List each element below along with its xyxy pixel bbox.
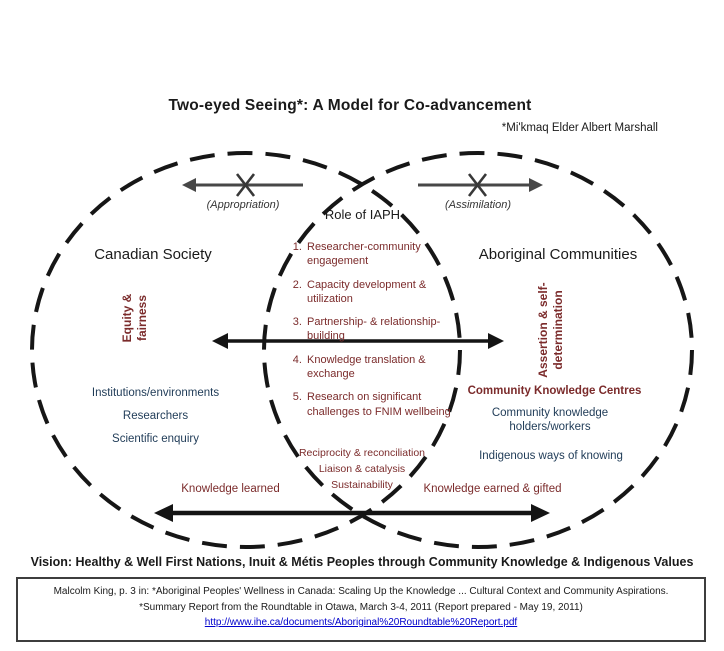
- right-circle-title: Aboriginal Communities: [478, 246, 638, 263]
- assimilation-blocked-arrow: [418, 173, 543, 197]
- left-item-scientific-enquiry: Scientific enquiry: [112, 433, 199, 445]
- equity-fairness-label: Equity & fairness: [120, 293, 149, 343]
- left-item-institutions: Institutions/environments: [91, 387, 220, 399]
- citation-line-1: Malcolm King, p. 3 in: *Aboriginal Peopl…: [53, 586, 669, 597]
- right-item-indigenous-ways: Indigenous ways of knowing: [479, 450, 623, 462]
- exchange-double-arrow: [212, 333, 504, 349]
- principle-line: Sustainability: [331, 478, 393, 491]
- list-item: Research on significant challenges to FN…: [305, 390, 461, 419]
- left-circle-outline: [30, 151, 462, 549]
- list-item: Partnership- & relationship-building: [305, 315, 461, 344]
- assimilation-label: (Assimilation): [444, 199, 511, 211]
- knowledge-double-arrow: [154, 504, 550, 522]
- citation-box: Malcolm King, p. 3 in: *Aboriginal Peopl…: [16, 577, 706, 642]
- arrow-left-head-icon: [212, 333, 228, 349]
- iaph-role-list: Researcher-community engagement Capacity…: [288, 240, 461, 428]
- principle-line: Reciprocity & reconciliation: [298, 447, 426, 459]
- center-title: Role of IAPH: [324, 207, 401, 222]
- citation-line-2: *Summary Report from the Roundtable in O…: [139, 601, 583, 613]
- vision-statement: Vision: Healthy & Well First Nations, In…: [30, 555, 694, 569]
- blocked-x-icon: [467, 173, 488, 197]
- center-principles: Reciprocity & reconciliation Liaison & c…: [286, 446, 438, 493]
- left-circle-title: Canadian Society: [94, 246, 212, 263]
- appropriation-label: (Appropriation): [206, 199, 280, 211]
- list-item: Researcher-community engagement: [305, 240, 461, 269]
- knowledge-earned-label: Knowledge earned & gifted: [423, 483, 562, 495]
- attribution: *Mi'kmaq Elder Albert Marshall: [501, 122, 658, 134]
- arrow-right-head-icon: [488, 333, 504, 349]
- left-item-researchers: Researchers: [122, 410, 189, 422]
- right-circle-outline: [262, 151, 694, 549]
- blocked-x-icon: [235, 173, 256, 197]
- arrow-left-head-icon: [154, 504, 173, 522]
- list-item: Knowledge translation & exchange: [305, 353, 461, 382]
- appropriation-blocked-arrow: [182, 173, 303, 197]
- page-title: Two-eyed Seeing*: A Model for Co-advance…: [168, 97, 532, 114]
- citation-link-row: http://www.ihe.ca/documents/Aboriginal%2…: [18, 615, 704, 631]
- arrow-left-head-icon: [182, 178, 196, 192]
- list-item: Capacity development & utilization: [305, 278, 461, 307]
- right-item-knowledge-centres: Community Knowledge Centres: [467, 385, 642, 397]
- principle-line: Liaison & catalysis: [318, 462, 406, 475]
- knowledge-learned-label: Knowledge learned: [181, 483, 280, 495]
- assertion-self-determination-label: Assertion & self-determination: [536, 282, 565, 378]
- right-item-knowledge-holders: Community knowledge holders/workers: [491, 407, 609, 433]
- arrow-right-head-icon: [531, 504, 550, 522]
- report-link[interactable]: http://www.ihe.ca/documents/Aboriginal%2…: [204, 617, 518, 628]
- arrow-right-head-icon: [529, 178, 543, 192]
